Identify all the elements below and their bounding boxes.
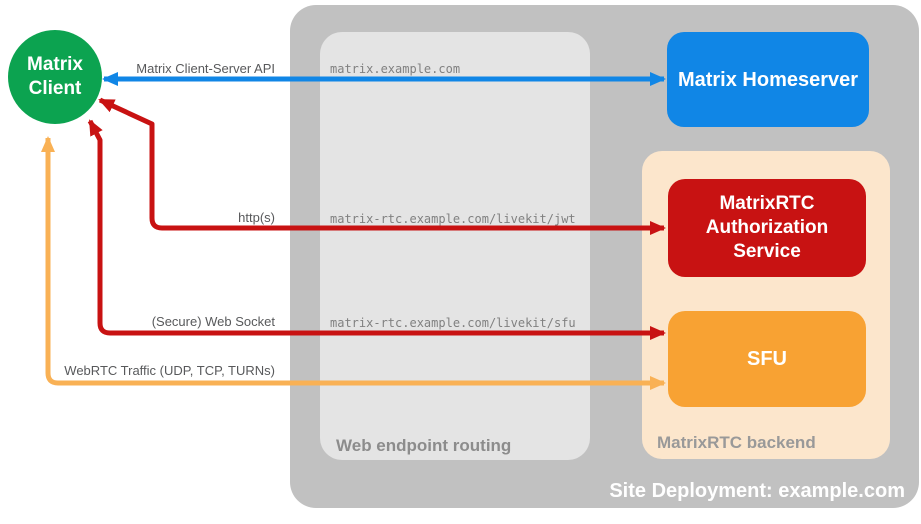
- client-server-api-label: Matrix Client-Server API: [136, 61, 275, 76]
- endpoint-matrix-homeserver-url: matrix.example.com: [330, 62, 461, 76]
- sfu-label: SFU: [747, 348, 787, 370]
- matrix-client-node: Matrix Client: [8, 30, 102, 124]
- matrix-homeserver-node: Matrix Homeserver: [667, 32, 869, 127]
- endpoint-livekit-jwt-url: matrix-rtc.example.com/livekit/jwt: [330, 212, 576, 226]
- sfu-node: SFU: [668, 311, 866, 407]
- secure-websocket-label: (Secure) Web Socket: [151, 314, 275, 329]
- webrtc-traffic-label: WebRTC Traffic (UDP, TCP, TURNs): [64, 363, 275, 378]
- matrix-client-label: Matrix Client: [27, 54, 83, 99]
- web-endpoint-routing-title: Web endpoint routing: [336, 436, 512, 455]
- https-label: http(s): [238, 210, 275, 225]
- matrixrtc-backend-title: MatrixRTC backend: [657, 433, 816, 452]
- web-endpoint-routing-container: [320, 32, 590, 460]
- auth-service-label: MatrixRTC Authorization Service: [705, 193, 829, 262]
- site-deployment-title: Site Deployment: example.com: [609, 480, 905, 502]
- matrix-homeserver-label: Matrix Homeserver: [677, 68, 859, 91]
- matrixrtc-authorization-service-node: MatrixRTC Authorization Service: [668, 179, 866, 277]
- endpoint-livekit-sfu-url: matrix-rtc.example.com/livekit/sfu: [330, 316, 576, 330]
